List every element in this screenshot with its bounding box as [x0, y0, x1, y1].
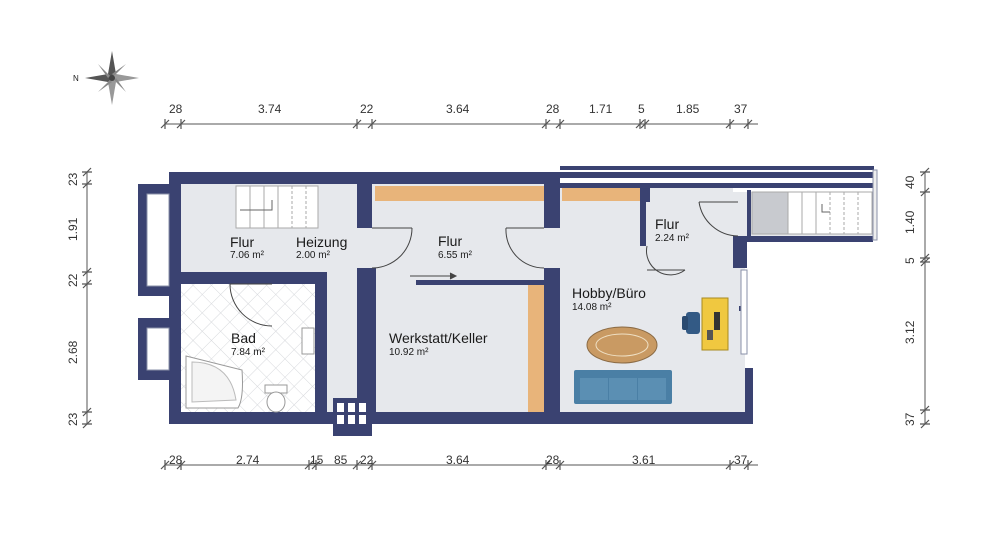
dim-top-3: 22 — [360, 102, 374, 116]
room-area-bad: 7.84 m² — [231, 347, 266, 358]
sofa-icon — [574, 370, 672, 404]
dim-top-9: 37 — [734, 102, 748, 116]
room-name-werkstatt: Werkstatt/Keller — [389, 330, 488, 346]
room-area-flur-3: 2.24 m² — [655, 233, 690, 244]
room-name-hobby: Hobby/Büro — [572, 285, 646, 301]
wood-beams — [375, 186, 642, 412]
dim-right-2: 1.40 — [903, 210, 917, 234]
room-name-bad: Bad — [231, 330, 256, 346]
dimension-lines — [82, 119, 930, 470]
dim-bottom-7: 28 — [546, 453, 560, 467]
dim-left-1: 23 — [66, 172, 80, 186]
walls — [138, 166, 874, 424]
sink-icon — [301, 327, 315, 355]
staircase-left — [235, 185, 319, 229]
room-name-flur-1: Flur — [230, 234, 254, 250]
staircase-right — [751, 191, 873, 235]
room-area-flur-1: 7.06 m² — [230, 250, 265, 261]
dim-left-3: 22 — [66, 273, 80, 287]
rug-icon — [586, 326, 658, 364]
dim-bottom-9: 37 — [734, 453, 748, 467]
dim-top-7: 5 — [638, 102, 645, 116]
dim-right-1: 40 — [903, 175, 917, 189]
dim-top-1: 28 — [169, 102, 183, 116]
room-name-flur-3: Flur — [655, 216, 679, 232]
door-swings — [229, 201, 739, 327]
room-area-werkstatt: 10.92 m² — [389, 347, 429, 358]
dim-right-3: 5 — [903, 257, 917, 264]
stairs-direction-arrow-icon — [410, 272, 458, 280]
bathtub-icon — [185, 355, 243, 409]
dim-top-5: 28 — [546, 102, 560, 116]
room-name-flur-2: Flur — [438, 233, 462, 249]
room-area-flur-2: 6.55 m² — [438, 250, 473, 261]
room-name-heizung: Heizung — [296, 234, 347, 250]
dim-top-6: 1.71 — [589, 102, 613, 116]
office-chair-icon — [682, 312, 700, 334]
dim-bottom-5: 22 — [360, 453, 374, 467]
toilet-icon — [264, 384, 288, 413]
dim-bottom-8: 3.61 — [632, 453, 656, 467]
dim-bottom-2: 2.74 — [236, 453, 260, 467]
dim-left-4: 2.68 — [66, 340, 80, 364]
compass-north-label: N — [73, 74, 79, 83]
light-well-grate — [333, 398, 372, 436]
windows — [146, 169, 878, 371]
dim-top-8: 1.85 — [676, 102, 700, 116]
dim-bottom-4: 85 — [334, 453, 348, 467]
dim-bottom-1: 28 — [169, 453, 183, 467]
dim-bottom-3: 15 — [310, 453, 324, 467]
room-area-hobby: 14.08 m² — [572, 302, 612, 313]
room-area-heizung: 2.00 m² — [296, 250, 331, 261]
dim-bottom-6: 3.64 — [446, 453, 470, 467]
dim-right-4: 3.12 — [903, 320, 917, 344]
dim-top-4: 3.64 — [446, 102, 470, 116]
compass-rose-icon — [85, 51, 139, 105]
dim-left-2: 1.91 — [66, 217, 80, 241]
dim-right-5: 37 — [903, 412, 917, 426]
dim-left-5: 23 — [66, 412, 80, 426]
desk-icon — [701, 297, 729, 351]
dim-top-2: 3.74 — [258, 102, 282, 116]
